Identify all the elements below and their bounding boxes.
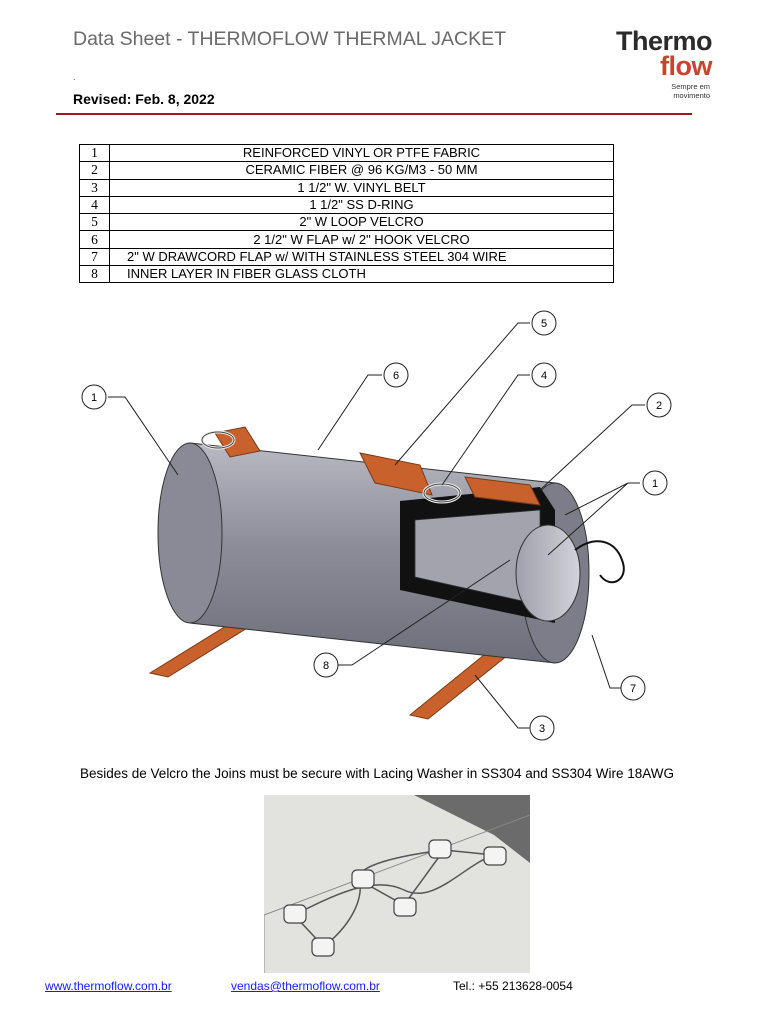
logo-tagline: Sempre em movimento — [671, 82, 710, 100]
leader-3 — [474, 674, 530, 729]
leader-1 — [108, 396, 179, 476]
drawcord-wire — [574, 540, 625, 584]
jacket-seam-shadow — [414, 795, 530, 863]
washer-4 — [393, 897, 417, 917]
logo-word-flow: flow — [660, 51, 713, 81]
callout-5: 5 — [541, 318, 547, 330]
part-description: 1 1/2" SS D-RING — [109, 195, 614, 215]
leader-8 — [338, 559, 511, 666]
bottom-strap-right — [408, 649, 510, 720]
part-number: 6 — [79, 230, 110, 249]
callout-8: 8 — [323, 660, 329, 672]
footer-website[interactable]: www.thermoflow.com.br — [45, 979, 172, 993]
washer-6 — [483, 846, 507, 866]
leader-1b — [547, 482, 640, 556]
velcro-flap — [359, 452, 433, 496]
washer-1 — [283, 904, 307, 924]
part-number: 7 — [79, 247, 110, 267]
thermoflow-logo: Thermo flow Sempre em movimento — [600, 26, 750, 106]
d-ring-left-outline — [201, 431, 235, 449]
washer-3 — [351, 869, 375, 889]
header-divider — [56, 113, 692, 115]
top-strap-right — [464, 476, 541, 506]
part-number: 5 — [79, 213, 110, 232]
part-description: 2" W LOOP VELCRO — [109, 213, 614, 232]
jacket-left-end — [157, 442, 223, 624]
leader-4 — [441, 374, 530, 486]
header-dot: . — [73, 72, 76, 82]
part-description: INNER LAYER IN FIBER GLASS CLOTH — [109, 265, 614, 284]
callout-7: 7 — [630, 683, 636, 695]
washer-5 — [428, 839, 452, 859]
part-number: 1 — [79, 143, 110, 163]
callout-1: 1 — [91, 392, 97, 404]
callout-3: 3 — [539, 723, 545, 735]
lacing-note: Besides de Velcro the Joins must be secu… — [80, 766, 675, 781]
footer-phone: Tel.: +55 213628-0054 — [453, 979, 573, 993]
part-number: 8 — [79, 265, 110, 284]
d-ring-right-outline — [423, 483, 461, 503]
thermal-jacket-diagram: 1 6 5 4 2 1 7 3 8 — [81, 310, 672, 741]
lacing-washers — [283, 839, 507, 957]
callout-6: 6 — [393, 370, 399, 382]
leader-2 — [539, 404, 645, 491]
part-description: 2" W DRAWCORD FLAP w/ WITH STAINLESS STE… — [109, 247, 614, 267]
leader-6 — [317, 374, 382, 451]
part-description: REINFORCED VINYL OR PTFE FABRIC — [109, 143, 614, 163]
leader-7 — [591, 634, 623, 689]
part-number: 2 — [79, 161, 110, 180]
part-number: 3 — [79, 178, 110, 197]
callout-2: 2 — [656, 400, 662, 412]
website-link[interactable]: www.thermoflow.com.br — [45, 979, 172, 993]
logo-word-thermo: Thermo — [615, 26, 713, 56]
washer-2 — [311, 937, 335, 957]
revision-date: Revised: Feb. 8, 2022 — [73, 91, 215, 107]
callout-4: 4 — [541, 370, 547, 382]
leader-5 — [394, 322, 530, 466]
inner-pipe-end — [515, 524, 581, 622]
footer-email[interactable]: vendas@thermoflow.com.br — [231, 979, 380, 993]
lacing-washer-photo — [264, 795, 530, 973]
document-title: Data Sheet - THERMOFLOW THERMAL JACKET — [73, 28, 507, 50]
part-description: 2 1/2" W FLAP w/ 2" HOOK VELCRO — [109, 230, 614, 249]
part-description: 1 1/2" W. VINYL BELT — [109, 178, 614, 197]
email-link[interactable]: vendas@thermoflow.com.br — [231, 979, 380, 993]
part-number: 4 — [79, 195, 110, 215]
callout-1b: 1 — [652, 478, 658, 490]
part-description: CERAMIC FIBER @ 96 KG/M3 - 50 MM — [109, 161, 614, 180]
